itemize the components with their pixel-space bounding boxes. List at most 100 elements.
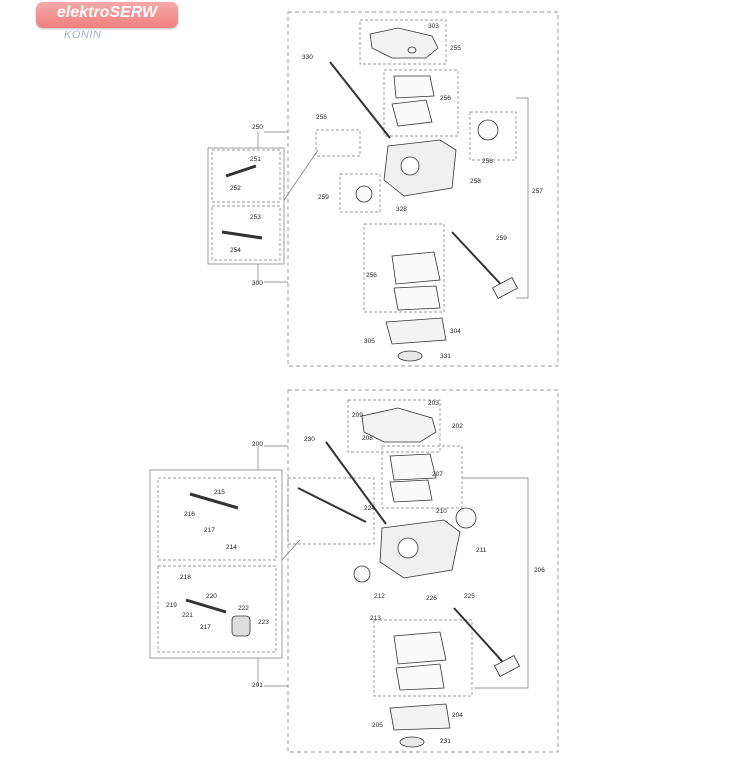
brand-logo: elektroSERW [36,2,178,28]
callout-258: 258 [316,114,327,121]
callout-328: 328 [396,206,407,213]
choke-lever-bottom [493,654,521,678]
callout-257: 257 [532,188,543,195]
limiter-cap-bottom [231,615,251,637]
metering-diaphragm-bottom [395,663,445,691]
cover-screw-hole [407,46,417,54]
gasket-top [393,75,435,99]
callout-250: 250 [252,124,263,131]
callout-304: 304 [450,328,461,335]
diaphragm-top [391,99,433,127]
throttle-plate-bottom [455,507,477,529]
bottom-callouts: 203 209 202 230 208 200 207 215 216 224 … [166,400,545,745]
callout-208: 208 [362,435,373,442]
bottom-group-201 [373,619,473,697]
top-group-jets [315,129,361,157]
top-needle-box-b [211,205,281,261]
carb-body-bottom [379,519,461,579]
bottom-group-202 [347,399,441,453]
choke-lever-top [491,276,519,300]
bottom-needle-box [149,469,283,659]
callout-223: 223 [258,619,269,626]
callout-201: 201 [252,682,263,689]
callout-305: 305 [364,338,375,345]
top-exploded-view [207,11,559,367]
top-group-259 [339,173,381,213]
choke-plate-bottom [353,565,371,583]
callout-224: 224 [364,505,375,512]
callout-231: 231 [440,738,451,745]
callout-255: 255 [450,45,461,52]
callout-210: 210 [436,508,447,515]
choke-shaft-bottom [453,607,511,671]
bottom-main-frame [287,389,559,753]
diaphragm-bottom [389,479,433,503]
throttle-plate-top [477,119,499,141]
top-group-258 [469,111,517,161]
callout-222: 222 [238,605,249,612]
filter-screen-top [397,350,423,362]
callout-330: 330 [302,54,313,61]
metering-cover-top [385,317,447,345]
callout-212: 212 [374,593,385,600]
top-bracket-257 [516,97,529,299]
bottom-needle-box-b [157,565,277,653]
metering-cover-bottom [389,703,451,731]
callout-214: 214 [226,544,237,551]
choke-shaft-top [451,231,509,293]
filter-screen-bottom [399,736,425,748]
cover-plate-top [369,27,439,59]
bottom-group-jets [287,477,375,545]
callout-225: 225 [464,593,475,600]
jet-assembly-bottom [297,487,367,523]
callout-211: 211 [476,547,487,554]
callout-200: 200 [252,441,263,448]
callout-226: 226 [426,595,437,602]
gasket-bottom [389,453,437,481]
callout-216: 216 [184,511,195,518]
carb-bore-bottom [397,537,419,559]
callout-219: 219 [166,602,177,609]
top-callouts: 303 255 330 256 258 250 251 252 253 254 … [230,23,543,360]
metering-diaphragm-top [393,285,441,311]
bottom-leader-200-201 [257,445,288,687]
callout-253: 253 [250,214,261,221]
callout-215: 215 [214,489,225,496]
callout-303: 303 [428,23,439,30]
throttle-shaft-bottom [325,441,387,525]
callout-207: 207 [432,471,443,478]
bottom-bracket-206 [462,477,529,689]
callout-254: 254 [230,247,241,254]
cover-plate-bottom [361,407,437,443]
top-group-256-lower [363,223,445,313]
top-group-255 [359,19,447,65]
callout-218: 218 [180,574,191,581]
callout-300: 300 [252,280,263,287]
top-leader-250-300 [257,131,288,283]
top-leader-jets [283,149,319,201]
needles-top [221,164,263,240]
carb-body-top [383,139,457,197]
top-group-256 [383,69,459,137]
bottom-exploded-view [149,389,559,753]
callout-258-lever: 258 [470,178,481,185]
callout-203: 203 [428,400,439,407]
callout-202: 202 [452,423,463,430]
bottom-leader-jets [281,539,301,561]
metering-gasket-bottom [393,631,447,665]
callout-205: 205 [372,722,383,729]
callout-221: 221 [182,612,193,619]
choke-plate-top [355,185,373,203]
callout-230: 230 [304,436,315,443]
callout-251: 251 [250,156,261,163]
callout-259-shaft: 259 [496,235,507,242]
callout-258-plate: 258 [482,158,493,165]
top-main-frame [287,11,559,367]
callout-259: 259 [318,194,329,201]
callout-204: 204 [452,712,463,719]
metering-gasket-top [391,251,441,285]
top-needle-box [207,147,285,265]
brand-logo-text: elektroSERW [56,4,158,21]
callout-217: 217 [204,527,215,534]
callout-256-lower: 256 [366,272,377,279]
